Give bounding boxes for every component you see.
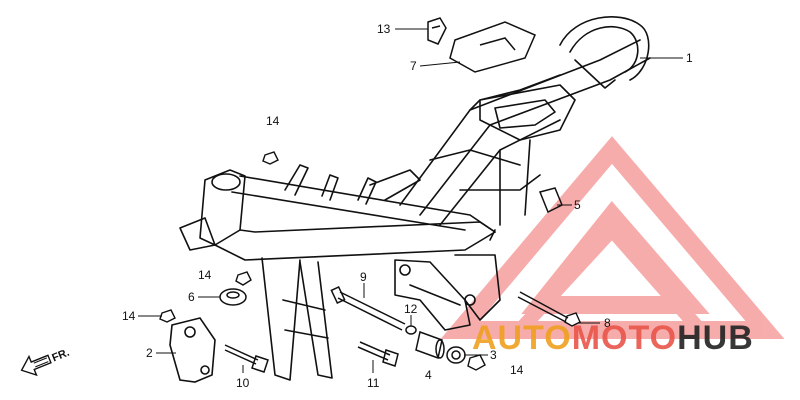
part-bolt-8 [517,291,569,323]
watermark-brand: AUTOMOTOHUB [472,319,754,357]
svg-text:AUTOMOTOHUB: AUTOMOTOHUB [472,319,754,357]
callout-14-right: 14 [510,363,524,377]
callout-14-left: 14 [122,309,136,323]
part-bolt-11 [357,341,399,367]
callout-labels: 13 7 1 14 5 14 6 14 2 10 9 12 11 4 3 14 … [122,22,693,390]
part-clip-13 [427,17,447,45]
callout-14-mid: 14 [198,268,212,282]
part-grommet-6 [219,288,247,306]
callout-2: 2 [146,346,153,360]
part-plate-7 [449,21,536,73]
front-label: FR. [50,347,71,365]
callout-8: 8 [604,316,611,330]
callout-13: 13 [377,22,391,36]
part-bracket-2 [169,317,216,383]
callout-6: 6 [188,290,195,304]
callout-5: 5 [574,198,581,212]
watermark-logo [440,136,785,339]
part-bolt-10 [224,344,269,373]
callout-7: 7 [410,59,417,73]
main-frame [179,16,651,381]
brand-moto: MOTO [572,319,677,357]
callout-3: 3 [490,348,497,362]
leader-lines [138,28,683,373]
part-spacer-4 [415,331,445,359]
callout-10: 10 [236,376,250,390]
front-direction-arrow: FR. [20,347,71,377]
part-bolt-9 [330,285,406,331]
arrow-left-icon [20,354,52,377]
brand-hub: HUB [677,319,754,357]
part-nuts-14 [159,151,581,371]
brand-auto: AUTO [472,319,572,357]
callout-4: 4 [425,368,432,382]
callout-14-top: 14 [266,114,280,128]
callout-9: 9 [360,270,367,284]
part-washer-12 [405,325,417,335]
callout-11: 11 [367,376,380,390]
callout-1: 1 [686,51,693,65]
callout-12: 12 [404,302,418,316]
part-bushing-3 [446,346,466,364]
